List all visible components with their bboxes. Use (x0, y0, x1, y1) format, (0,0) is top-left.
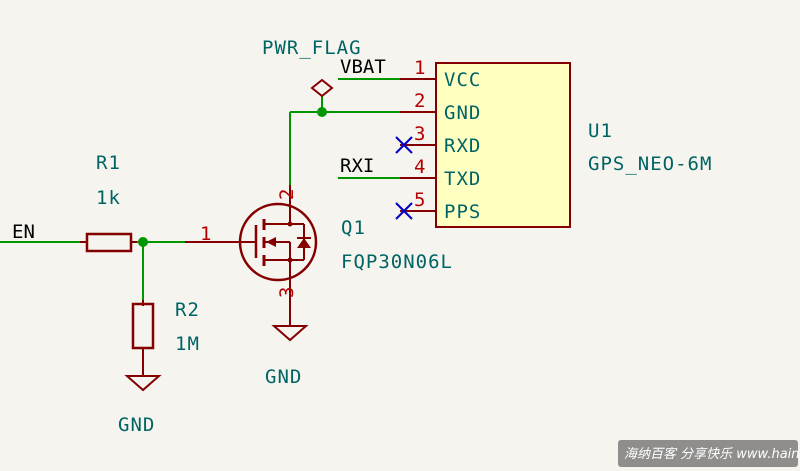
q1-value: FQP30N06L (341, 251, 453, 273)
watermark-text: 海纳百客 分享快乐 www.hainabaike.com (624, 446, 800, 462)
net-label-vbat: VBAT (340, 56, 386, 78)
gps-pin-name-pps: PPS (444, 201, 481, 223)
net-label-en: EN (12, 221, 35, 243)
q1-pin-drain: 2 (276, 189, 298, 200)
q1-reference: Q1 (341, 217, 366, 239)
resistor-r1 (80, 232, 137, 253)
resistor-r2 (131, 300, 155, 358)
gnd-label-q1: GND (265, 366, 302, 388)
gps-pin-number-2: 2 (414, 90, 425, 112)
gps-pin-number-5: 5 (414, 189, 425, 211)
r2-value: 1M (175, 333, 200, 355)
gps-pin-name-txd: TXD (444, 168, 481, 190)
pwr-flag-symbol (310, 78, 334, 98)
q1-pin-source: 3 (276, 287, 298, 298)
r2-reference: R2 (175, 299, 200, 321)
junction-dot-gate (138, 237, 148, 247)
pwr-flag-label: PWR_FLAG (262, 37, 362, 59)
r1-value: 1k (96, 187, 121, 209)
gps-pin-number-1: 1 (414, 57, 425, 79)
gps-pin-number-4: 4 (414, 156, 425, 178)
gps-pin-number-3: 3 (414, 123, 425, 145)
gps-value: GPS_NEO-6M (588, 153, 712, 175)
q1-pin-gate: 1 (200, 223, 211, 245)
gps-reference: U1 (588, 120, 613, 142)
junction-dot-gnd (317, 107, 327, 117)
net-label-rxi: RXI (340, 155, 374, 177)
r1-reference: R1 (96, 152, 121, 174)
gps-pin-name-gnd: GND (444, 102, 481, 124)
gps-pin-name-rxd: RXD (444, 135, 481, 157)
gnd-symbol-q1 (271, 300, 309, 342)
no-connect-rxd (395, 136, 413, 154)
no-connect-pps (395, 202, 413, 220)
mosfet-q1-fills (266, 221, 311, 263)
gps-body (435, 62, 571, 228)
gnd-label-r2: GND (118, 414, 155, 436)
watermark-bg (618, 440, 798, 467)
gnd-symbol-r2 (124, 358, 162, 392)
gps-pin-name-vcc: VCC (444, 69, 481, 91)
gps-module: 1 2 3 4 5 VCC GND RXD TXD PPS (400, 57, 571, 228)
